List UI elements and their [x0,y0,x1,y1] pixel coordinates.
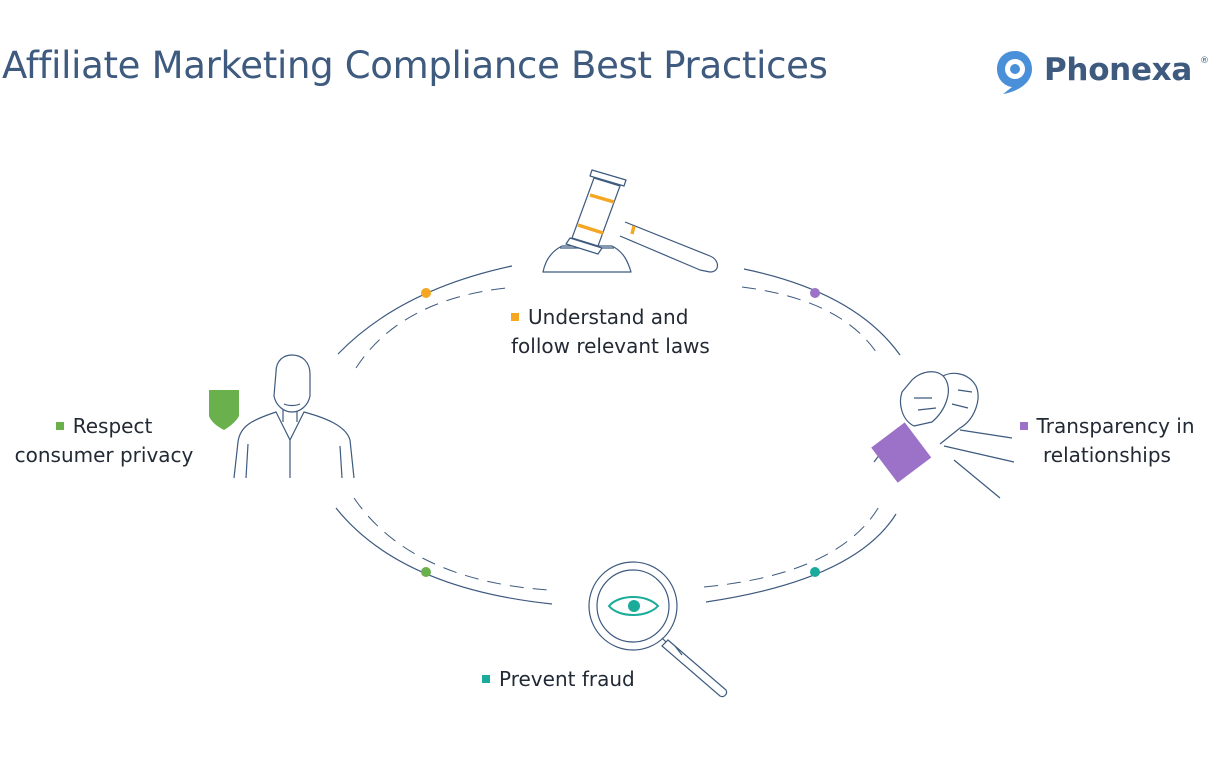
person-icon [233,354,355,479]
privacy-line1: Respect [72,414,153,438]
bullet-purple [1019,422,1028,430]
brand-registered-mark: ® [1200,56,1209,66]
dashed-arc-top-left [355,287,507,369]
arc-bottom-right [705,513,897,603]
dot-teal [810,567,820,577]
gavel-icon [542,169,719,273]
label-transparency: Transparency in relationships [1008,412,1206,470]
bullet-orange [511,313,519,321]
dashed-arc-bottom-left [353,497,549,591]
brand-name: Phonexa [1044,52,1192,88]
privacy-line2: consumer privacy [14,443,194,467]
dot-orange [421,288,431,298]
fraud-line1: Prevent fraud [499,667,635,691]
label-laws: Understand and follow relevant laws [511,303,710,361]
laws-line2: follow relevant laws [511,334,710,358]
arc-bottom-left [335,507,553,605]
dashed-arc-top-right [741,286,881,359]
arc-top-right [743,268,901,356]
dot-purple [810,288,820,298]
bullet-green [55,422,64,430]
wrist-cuff-icon [871,422,932,483]
dot-green [421,567,431,577]
laws-line1: Understand and [528,305,689,329]
gavel-bands [577,193,636,235]
transparency-line1: Transparency in [1036,414,1195,438]
page-title: Affiliate Marketing Compliance Best Prac… [2,44,828,87]
magnifier-eye-icon [588,561,728,698]
dashed-arc-bottom-right [703,504,881,588]
label-fraud: Prevent fraud [482,665,635,694]
shield-icon [209,390,239,430]
transparency-line2: relationships [1043,443,1171,467]
bullet-teal [482,675,490,683]
phonexa-logo: Phonexa ® [994,48,1210,96]
handshake-icon [873,371,1015,499]
arc-top-left [337,265,513,355]
label-privacy: Respect consumer privacy [4,412,204,470]
phonexa-logo-icon [997,51,1032,94]
